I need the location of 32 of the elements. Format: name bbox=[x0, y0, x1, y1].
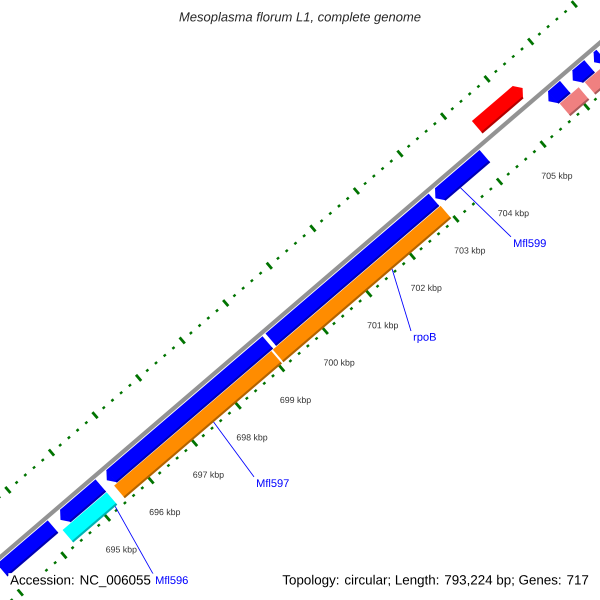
gene-bar bbox=[548, 80, 571, 104]
tick-label: 696 kbp bbox=[150, 508, 180, 517]
gene-bar bbox=[60, 479, 106, 522]
gene-bar bbox=[560, 87, 590, 116]
gene-label: rpoB bbox=[414, 333, 436, 343]
tick-label: 701 kbp bbox=[368, 322, 398, 330]
gene-bar bbox=[584, 69, 600, 95]
gene-label: Mfl597 bbox=[257, 478, 289, 488]
leader-line bbox=[114, 506, 154, 574]
tick-label: 700 kbp bbox=[324, 359, 354, 368]
gene-bar bbox=[62, 492, 118, 543]
gene-bar bbox=[572, 60, 595, 84]
leader-line bbox=[213, 422, 254, 478]
gene-bar bbox=[593, 50, 600, 64]
genome-info-text: Topology: circular; Length: 793,224 bp; Genes: 717 bbox=[282, 574, 588, 588]
gene-label: Mfl596 bbox=[156, 576, 188, 584]
tick-label: 702 kbp bbox=[411, 284, 442, 293]
gene-bar bbox=[266, 194, 440, 346]
tick-label: 697 kbp bbox=[193, 471, 224, 480]
tick-label: 695 kbp bbox=[106, 546, 137, 554]
tick-label: 699 kbp bbox=[280, 396, 311, 405]
tick-label: 704 kbp bbox=[498, 210, 529, 218]
gene-label: Mfl599 bbox=[514, 238, 546, 248]
gene-bar bbox=[472, 86, 524, 134]
tick-label: 705 kbp bbox=[542, 172, 572, 181]
tick-label: 698 kbp bbox=[236, 434, 268, 442]
leader-line bbox=[392, 268, 412, 332]
gene-bar bbox=[434, 150, 490, 201]
leader-line bbox=[460, 187, 512, 238]
accession-text: Accession: NC_006055 bbox=[8, 573, 153, 589]
tick-label: 703 kbp bbox=[454, 247, 486, 256]
title: Mesoplasma florum L1, complete genome bbox=[179, 12, 421, 24]
